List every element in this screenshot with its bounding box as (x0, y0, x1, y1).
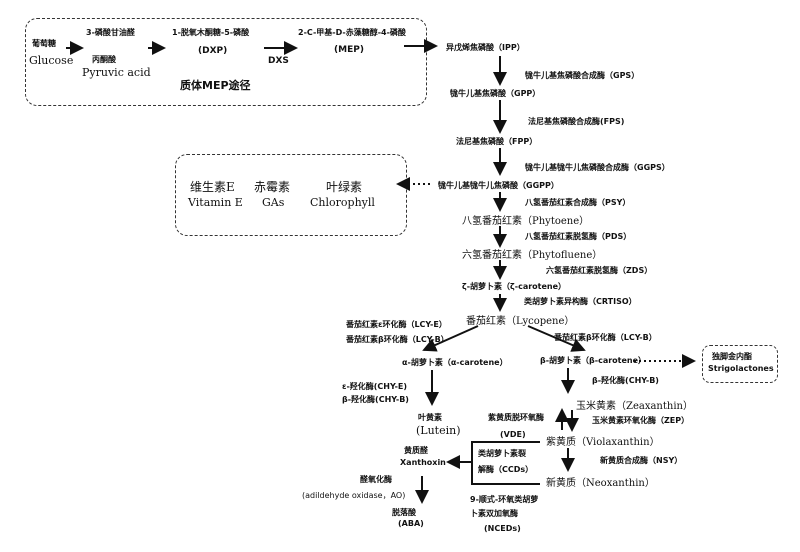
downstream-products-box (175, 154, 407, 236)
lcy-e-label: 番茄红素ε环化酶（LCY-E） (346, 320, 447, 329)
crtiso-label: 类胡萝卜素异构酶（CRTISO） (524, 297, 637, 306)
nced-line1: 9-顺式-环氧类胡萝 (470, 495, 539, 504)
vde-abbr: (VDE) (500, 430, 526, 439)
arrow-lycopene-to-alpha (422, 325, 479, 352)
phytoene-label: 八氢番茄红素（Phytoene） (462, 216, 590, 227)
ggps-label: 牻牛儿基牻牛儿焦磷酸合成酶（GGPS） (525, 163, 670, 172)
chlorophyll-en: Chlorophyll (310, 196, 375, 209)
gas-cn: 赤霉素 (254, 180, 291, 194)
zep-label: 玉米黄素环氧化酶（ZEP） (592, 416, 690, 425)
pds-label: 八氢番茄红素脱氢酶（PDS） (525, 232, 632, 241)
mep-cn: 2-C-甲基-D-赤藻糖醇-4-磷酸 (298, 28, 406, 37)
ccd-line2: 解酶（CCDs） (478, 465, 534, 474)
chy-b-label-left: β-羟化酶(CHY-B) (342, 395, 409, 404)
g3p-label: 3-磷酸甘油醛 (86, 28, 135, 37)
lycopene-label: 番茄红素（Lycopene） (466, 316, 575, 327)
zds-label: 六氢番茄红素脱氢酶（ZDS） (546, 266, 653, 275)
xanthoxin-cn: 黄质醛 (404, 446, 428, 455)
dxp-abbr: (DXP) (198, 46, 228, 56)
vitamin-e-cn: 维生素E (190, 180, 235, 194)
lcy-b-label-left: 番茄红素β环化酶（LCY-B） (346, 335, 449, 344)
mep-abbr: (MEP) (334, 45, 364, 55)
chlorophyll-cn: 叶绿素 (326, 180, 363, 194)
lutein-en: (Lutein) (416, 424, 461, 437)
mep-pathway-box (25, 18, 427, 106)
dxp-cn: 1-脱氧木酮糖-5-磷酸 (172, 28, 250, 37)
phytofluene-label: 六氢番茄红素（Phytofluene） (462, 250, 603, 261)
strigolactones-en: Strigolactones (708, 364, 774, 373)
nced-abbr: (NCEDs) (484, 524, 521, 533)
violaxanthin-label: 紫黄质（Violaxanthin） (546, 437, 660, 448)
pyruvate-en: Pyruvic acid (82, 66, 151, 79)
pathway-label: 质体MEP途径 (180, 79, 251, 92)
arrow-lycopene-to-beta (527, 325, 586, 352)
lutein-cn: 叶黄素 (418, 413, 442, 422)
chy-e-label: ε-羟化酶(CHY-E) (342, 382, 408, 391)
zeta-carotene-label: ζ-胡萝卜素（ζ-carotene） (462, 282, 567, 291)
vde-label: 紫黄质脱环氧酶 (488, 413, 544, 422)
gps-label: 牻牛儿基焦磷酸合成酶（GPS） (525, 71, 640, 80)
nsy-label: 新黄质合成酶（NSY） (600, 456, 683, 465)
psy-label: 八氢番茄红素合成酶（PSY） (525, 198, 631, 207)
fpp-label: 法尼基焦磷酸（FPP） (456, 137, 538, 146)
lcy-b-label-right: 番茄红素β环化酶（LCY-B） (554, 333, 657, 342)
ipp-label: 异戊烯焦磷酸（IPP） (446, 43, 525, 52)
vitamin-e-en: Vitamin E (188, 196, 243, 209)
aba-abbr: (ABA) (398, 519, 424, 528)
ao-en: (adildehyde oxidase，AO) (302, 491, 406, 500)
chy-b-label-right: β-羟化酶(CHY-B) (592, 376, 659, 385)
beta-carotene-label: β-胡萝卜素（β-carotene） (540, 356, 647, 365)
dxs-label: DXS (268, 56, 289, 66)
ccd-line1: 类胡萝卜素裂 (478, 449, 526, 458)
aba-cn: 脱落酸 (392, 508, 416, 517)
gpp-label: 牻牛儿基焦磷酸（GPP） (450, 89, 541, 98)
glucose-cn: 葡萄糖 (32, 39, 56, 48)
strigolactones-box (702, 345, 778, 383)
gas-en: GAs (262, 196, 285, 209)
nced-line2: 卜素双加氧酶 (470, 509, 518, 518)
ggpp-label: 牻牛儿基牻牛儿焦磷酸（GGPP） (438, 181, 559, 190)
zeaxanthin-label: 玉米黄素（Zeaxanthin） (576, 401, 693, 412)
strigolactones-cn: 独脚金内酯 (712, 352, 752, 361)
glucose-en: Glucose (29, 54, 74, 67)
pyruvate-cn: 丙酮酸 (92, 55, 116, 64)
ao-label: 醛氧化酶 (360, 475, 392, 484)
xanthoxin-en: Xanthoxin (400, 458, 446, 467)
alpha-carotene-label: α-胡萝卜素（α-carotene） (402, 358, 508, 367)
fps-label: 法尼基焦磷酸合成酶(FPS) (528, 117, 625, 126)
neoxanthin-label: 新黄质（Neoxanthin） (546, 478, 655, 489)
